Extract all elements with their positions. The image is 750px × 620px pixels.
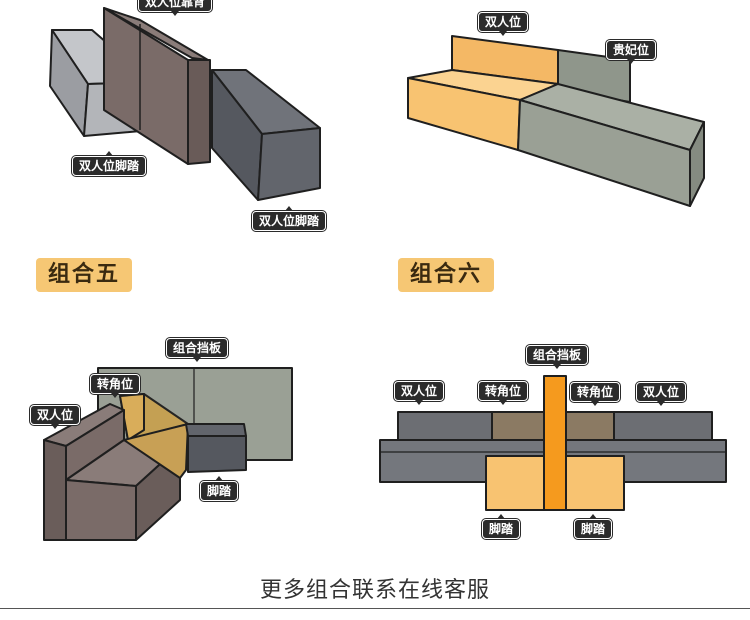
footer-text: 更多组合联系在线客服 <box>259 578 490 603</box>
combo-five-title: 组合五 <box>36 258 133 292</box>
label-double-seat: 双人位 <box>478 12 529 36</box>
footer-divider <box>0 608 750 609</box>
illustration-top-right <box>407 35 705 207</box>
label-double-backrest: 双人位靠背 <box>138 0 213 16</box>
label-double-footstool-b: 双人位脚踏 <box>252 206 327 231</box>
label-double-footstool-a: 双人位脚踏 <box>72 151 147 176</box>
illustration-combo-five <box>43 367 293 541</box>
combo-six-title: 组合六 <box>398 258 495 292</box>
label-combo6-screen: 组合挡板 <box>526 345 589 369</box>
label-combo6-footstool-right: 脚踏 <box>574 514 613 539</box>
label-chaise: 贵妃位 <box>606 40 657 64</box>
label-combo5-screen: 组合挡板 <box>166 338 229 362</box>
label-combo5-corner: 转角位 <box>90 374 141 398</box>
label-combo5-double: 双人位 <box>30 405 81 429</box>
illustration-top-left <box>49 7 321 201</box>
label-combo6-double-right: 双人位 <box>636 382 687 406</box>
label-combo6-double-left: 双人位 <box>394 381 445 405</box>
label-combo6-footstool-left: 脚踏 <box>482 514 521 539</box>
illustration-combo-six <box>379 375 727 511</box>
label-combo5-footstool: 脚踏 <box>200 476 239 501</box>
label-combo6-corner-right: 转角位 <box>570 382 621 406</box>
label-combo6-corner-left: 转角位 <box>478 381 529 405</box>
